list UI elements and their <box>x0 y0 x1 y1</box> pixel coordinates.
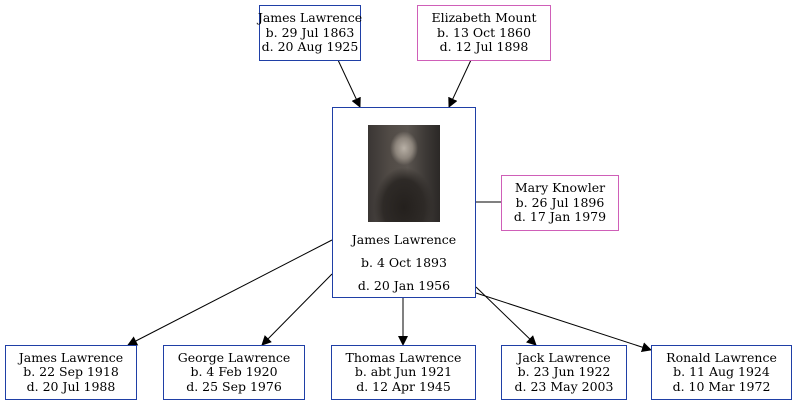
edge-focus-to-child-5 <box>475 292 652 352</box>
person-child-2[interactable]: George Lawrence b. 4 Feb 1920 d. 25 Sep … <box>163 345 305 400</box>
person-birth: b. 13 Oct 1860 <box>437 24 531 40</box>
person-child-5[interactable]: Ronald Lawrence b. 11 Aug 1924 d. 10 Mar… <box>651 345 792 400</box>
person-name: Mary Knowler <box>514 180 606 196</box>
person-birth: b. 26 Jul 1896 <box>515 194 605 210</box>
person-death: d. 25 Sep 1976 <box>186 378 282 394</box>
person-spouse[interactable]: Mary Knowler b. 26 Jul 1896 d. 17 Jan 19… <box>501 175 619 231</box>
person-death: d. 12 Apr 1945 <box>356 378 451 394</box>
edge-focus-to-child-1 <box>127 239 333 346</box>
person-name: Thomas Lawrence <box>345 349 462 365</box>
portrait-photo <box>368 125 440 222</box>
person-name: James Lawrence <box>18 349 124 365</box>
person-death: d. 12 Jul 1898 <box>439 39 529 55</box>
person-name: George Lawrence <box>177 349 291 365</box>
person-death: d. 10 Mar 1972 <box>672 378 771 394</box>
person-name: Jack Lawrence <box>517 349 611 365</box>
edge-focus-to-child-2 <box>261 273 333 346</box>
person-name: Ronald Lawrence <box>666 349 777 365</box>
person-birth: b. 22 Sep 1918 <box>23 364 119 380</box>
person-birth: b. 4 Oct 1893 <box>361 255 447 270</box>
person-child-3[interactable]: Thomas Lawrence b. abt Jun 1921 d. 12 Ap… <box>331 345 476 400</box>
person-name: James Lawrence <box>351 232 457 247</box>
edge-mother-to-focus <box>448 59 472 108</box>
person-birth: b. 11 Aug 1924 <box>673 364 770 380</box>
person-death: d. 20 Jul 1988 <box>26 378 116 394</box>
person-child-1[interactable]: James Lawrence b. 22 Sep 1918 d. 20 Jul … <box>5 345 137 400</box>
person-death: d. 20 Jan 1956 <box>357 278 451 293</box>
person-death: d. 20 Aug 1925 <box>261 39 359 55</box>
edge-father-to-focus <box>337 59 361 108</box>
person-child-4[interactable]: Jack Lawrence b. 23 Jun 1922 d. 23 May 2… <box>501 345 627 400</box>
person-father[interactable]: James Lawrence b. 29 Jul 1863 d. 20 Aug … <box>257 5 363 61</box>
person-birth: b. 29 Jul 1863 <box>265 24 355 40</box>
person-name: Elizabeth Mount <box>431 10 537 26</box>
person-death: d. 23 May 2003 <box>514 378 614 394</box>
person-death: d. 17 Jan 1979 <box>513 209 607 225</box>
person-name: James Lawrence <box>257 10 363 26</box>
person-birth: b. 4 Feb 1920 <box>190 364 278 380</box>
person-focus[interactable]: James Lawrence b. 4 Oct 1893 d. 20 Jan 1… <box>332 107 476 298</box>
person-birth: b. abt Jun 1921 <box>354 364 453 380</box>
person-mother[interactable]: Elizabeth Mount b. 13 Oct 1860 d. 12 Jul… <box>417 5 551 61</box>
person-birth: b. 23 Jun 1922 <box>517 364 611 380</box>
